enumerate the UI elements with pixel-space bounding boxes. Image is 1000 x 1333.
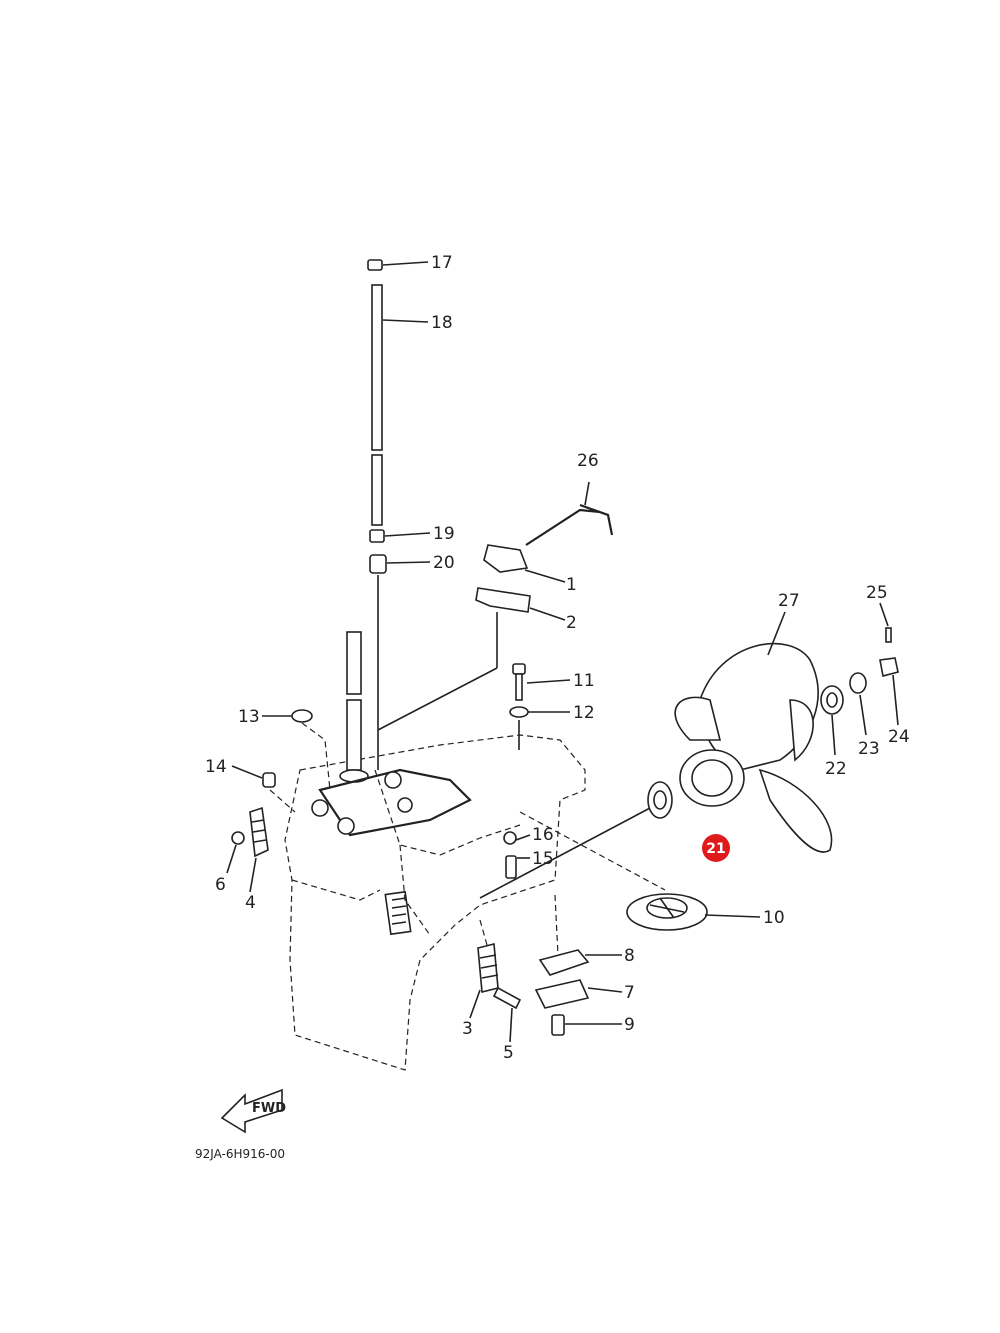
label-23: 23 (858, 739, 880, 759)
cover-plates-7-8-9 (534, 894, 590, 1036)
bolt-15-16 (503, 831, 517, 879)
label-4: 4 (245, 893, 256, 913)
label-11: 11 (573, 671, 595, 691)
label-3: 3 (462, 1019, 473, 1039)
trim-tab-3-5 (477, 919, 522, 1010)
label-19: 19 (433, 524, 455, 544)
highlight-badge-21[interactable]: 21 (702, 834, 730, 862)
shift-linkage (377, 503, 614, 731)
label-24: 24 (888, 727, 910, 747)
label-6: 6 (215, 875, 226, 895)
label-21: 21 (706, 841, 725, 857)
label-1: 1 (566, 575, 577, 595)
label-10: 10 (763, 908, 785, 928)
label-12: 12 (573, 703, 595, 723)
propeller-hardware (820, 627, 899, 715)
propeller-27 (674, 642, 833, 853)
label-15: 15 (532, 849, 554, 869)
label-7: 7 (624, 983, 635, 1003)
label-9: 9 (624, 1015, 635, 1035)
propeller-shaft-line (479, 807, 651, 899)
casing-top (311, 768, 472, 837)
label-16: 16 (532, 825, 554, 845)
label-13: 13 (238, 707, 260, 727)
plugs-13-14 (262, 709, 331, 813)
fwd-arrow-icon: FWD (220, 1088, 286, 1134)
label-17: 17 (431, 253, 453, 273)
water-pipe (339, 631, 369, 783)
lower-casing (284, 734, 586, 1071)
label-27: 27 (778, 591, 800, 611)
leader-lines (226, 261, 899, 1043)
label-5: 5 (503, 1043, 514, 1063)
label-8: 8 (624, 946, 635, 966)
drive-shaft-assembly (367, 259, 387, 770)
anode-4-6 (231, 806, 269, 858)
label-2: 2 (566, 613, 577, 633)
label-18: 18 (431, 313, 453, 333)
part-number-labels: 17 18 19 20 26 1 2 11 12 13 14 6 4 16 15… (205, 253, 910, 1063)
label-22: 22 (825, 759, 847, 779)
fwd-label: FWD (252, 1101, 286, 1116)
drawing-code: 92JA-6H916-00 (195, 1147, 285, 1161)
label-26: 26 (577, 451, 599, 471)
pump-housing-10 (626, 893, 708, 931)
label-25: 25 (866, 583, 888, 603)
label-14: 14 (205, 757, 227, 777)
label-20: 20 (433, 553, 455, 573)
thrust-washer-21 (647, 781, 673, 819)
bolt-washer-11-12 (509, 663, 529, 750)
